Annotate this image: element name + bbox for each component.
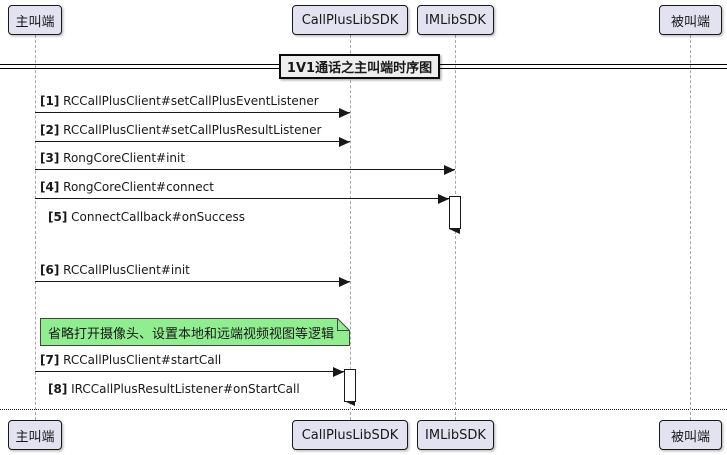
message-label-8: [8] IRCCallPlusResultListener#onStartCal…: [48, 382, 300, 396]
footer-dotted-line: [0, 409, 727, 410]
message-label-2: [2] RCCallPlusClient#setCallPlusResultLi…: [40, 123, 322, 137]
message-label-5: [5] ConnectCallback#onSuccess: [48, 210, 245, 224]
participant-box-top-3: 被叫端: [659, 5, 722, 35]
participant-box-top-2: IMLibSDK: [417, 5, 494, 35]
message-label-6: [6] RCCallPlusClient#init: [40, 263, 190, 277]
lifeline-0: [35, 35, 36, 420]
arrowhead-4: [438, 194, 449, 204]
participant-box-top-1: CallPlusLibSDK: [292, 5, 408, 35]
arrowhead-6: [339, 277, 350, 287]
participant-box-bottom-0: 主叫端: [8, 420, 62, 450]
message-label-4: [4] RongCoreClient#connect: [40, 180, 214, 194]
message-arrow-4: [35, 198, 449, 199]
note-shape: [40, 318, 350, 346]
arrowhead-2: [339, 137, 350, 147]
message-arrow-3: [35, 169, 455, 170]
participant-box-top-0: 主叫端: [8, 5, 62, 35]
message-arrow-1: [35, 112, 350, 113]
message-arrow-6: [35, 281, 350, 282]
lifeline-1: [350, 35, 351, 420]
message-arrow-2: [35, 141, 350, 142]
note: 省略打开摄像头、设置本地和远端视频视图等逻辑: [40, 318, 352, 348]
participant-box-bottom-1: CallPlusLibSDK: [292, 420, 408, 450]
participant-box-bottom-3: 被叫端: [659, 420, 722, 450]
message-label-1: [1] RCCallPlusClient#setCallPlusEventLis…: [40, 94, 319, 108]
note-text: 省略打开摄像头、设置本地和远端视频视图等逻辑: [48, 326, 335, 342]
arrowhead-7: [333, 367, 344, 377]
arrowhead-5: [449, 224, 460, 234]
lifeline-3: [690, 35, 691, 420]
arrowhead-1: [339, 108, 350, 118]
activation-bar-1: [344, 369, 356, 402]
diagram-title: 1V1通话之主叫端时序图: [279, 54, 440, 79]
activation-bar-0: [449, 196, 461, 229]
arrowhead-3: [444, 165, 455, 175]
message-label-3: [3] RongCoreClient#init: [40, 151, 186, 165]
message-label-7: [7] RCCallPlusClient#startCall: [40, 353, 222, 367]
message-arrow-7: [35, 371, 344, 372]
participant-box-bottom-2: IMLibSDK: [417, 420, 494, 450]
